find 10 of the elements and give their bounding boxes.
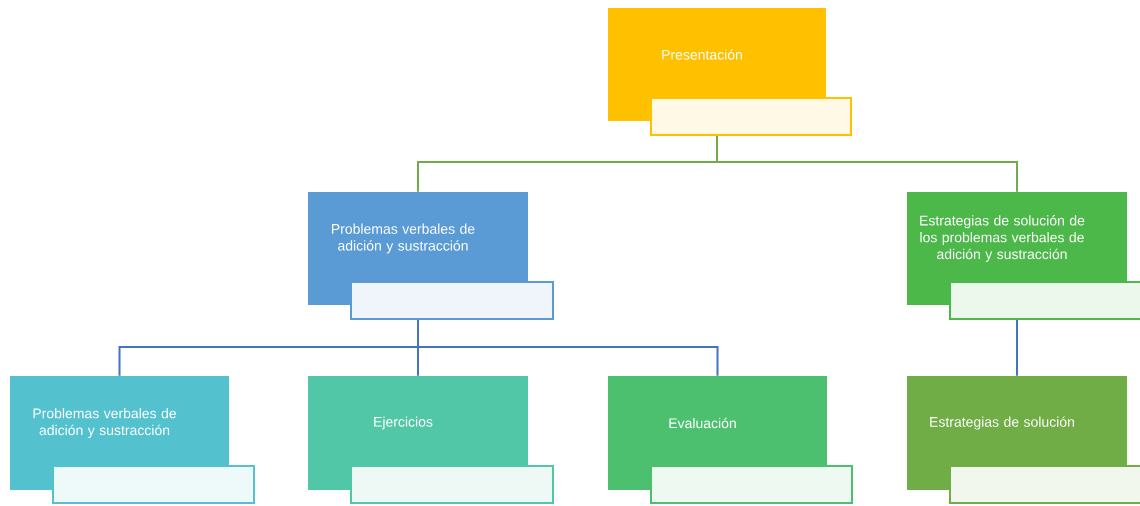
connector-line <box>417 319 719 377</box>
process-box: Evaluación <box>608 376 853 504</box>
process-box: Ejercicios <box>308 376 554 504</box>
process-box: Estrategias de solución <box>907 376 1140 504</box>
process-box: Problemas verbales de adición y sustracción <box>308 192 554 320</box>
connector-line <box>716 135 1018 193</box>
process-box: Problemas verbales de adición y sustracción <box>10 376 255 504</box>
process-box: Estrategias de solución de los problemas verbales de adición y sustracción <box>907 192 1140 320</box>
process-box: Presentación <box>608 8 852 136</box>
connector-line <box>1016 319 1018 377</box>
